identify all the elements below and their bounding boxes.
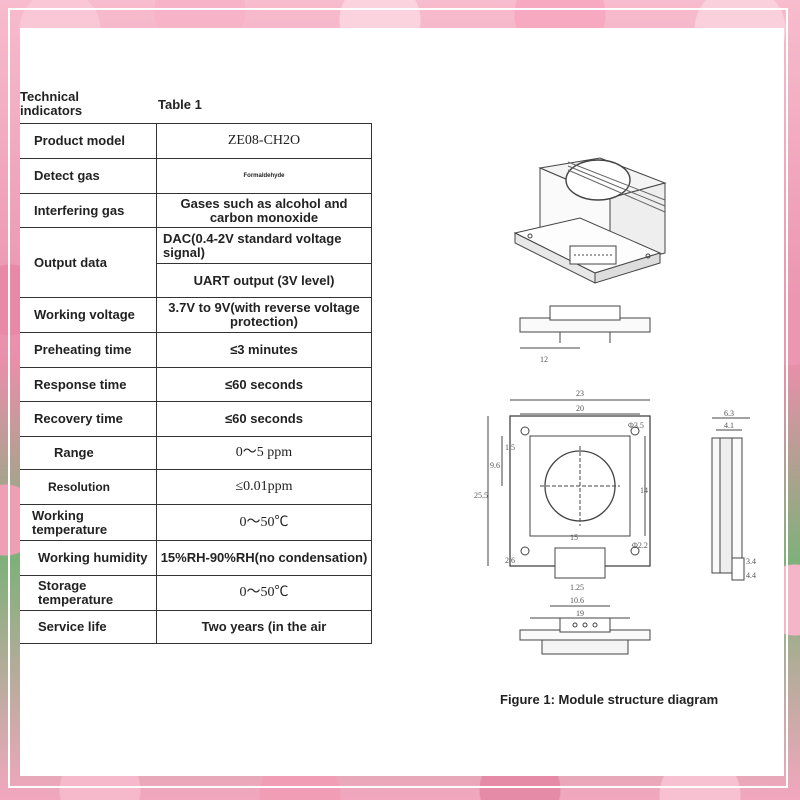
row-label: Response time <box>20 367 157 402</box>
row-value: ≤3 minutes <box>156 332 372 368</box>
table-row: Resolution ≤0.01ppm <box>20 469 372 505</box>
row-label: Output data <box>20 227 157 298</box>
dim-1-5: 1.5 <box>505 443 515 452</box>
row-label: Product model <box>20 123 157 159</box>
dim-14: 14 <box>640 486 648 495</box>
row-label: Working voltage <box>20 297 157 333</box>
dim-25-5: 25.5 <box>474 491 488 500</box>
row-value: 0～50℃ <box>156 504 372 541</box>
module-top-view: 23 20 15 14 9.6 1.5 25.5 2.6 1.25 10.6 1… <box>474 389 651 619</box>
dim-15: 15 <box>570 533 578 542</box>
dim-23: 23 <box>576 389 584 398</box>
dim-9-6: 9.6 <box>490 461 500 470</box>
dim-hole-2-2: Φ2.2 <box>632 541 648 550</box>
table-row: Response time ≤60 seconds <box>20 367 372 402</box>
row-label: Service life <box>20 610 157 644</box>
row-value: ≤60 seconds <box>156 401 372 437</box>
spec-sheet: Technical indicators Table 1 Product mod… <box>20 28 784 776</box>
table-row: Product model ZE08-CH2O <box>20 123 372 159</box>
row-value: DAC(0.4-2V standard voltage signal) <box>156 227 372 264</box>
row-value: 0～5 ppm <box>156 436 372 470</box>
row-value: 15%RH-90%RH(no condensation) <box>156 540 372 576</box>
table-row: Working temperature 0～50℃ <box>20 504 372 541</box>
dim-20: 20 <box>576 404 584 413</box>
table-row: UART output (3V level) <box>20 263 372 298</box>
row-value: ≤0.01ppm <box>156 469 372 505</box>
row-label: Recovery time <box>20 401 157 437</box>
table-row: Working voltage 3.7V to 9V(with reverse … <box>20 297 372 333</box>
row-label: Working humidity <box>20 540 157 576</box>
dim-3-4: 3.4 <box>746 557 756 566</box>
row-value: Two years (in the air <box>156 610 372 644</box>
figure-caption: Figure 1: Module structure diagram <box>500 692 719 707</box>
row-value: ZE08-CH2O <box>156 123 372 159</box>
module-3d-view <box>513 157 667 284</box>
dim-hole-3-5: Φ3.5 <box>628 421 644 430</box>
table-row: Preheating time ≤3 minutes <box>20 332 372 368</box>
dim-10-6: 10.6 <box>570 596 584 605</box>
module-structure-diagram: 12 23 20 15 14 9.6 1.5 25.5 2.6 <box>474 157 756 655</box>
table-row: Working humidity 15%RH-90%RH(no condensa… <box>20 540 372 576</box>
dim-2-6: 2.6 <box>505 556 515 565</box>
row-label: Storage temperature <box>20 575 157 611</box>
table-row: Detect gas Formaldehyde <box>20 158 372 194</box>
module-bottom-view <box>519 617 651 655</box>
dim-1-25: 1.25 <box>570 583 584 592</box>
row-value: 3.7V to 9V(with reverse voltage protecti… <box>156 297 372 333</box>
spec-table: Product model ZE08-CH2O Detect gas Forma… <box>20 123 372 644</box>
dim-12: 12 <box>540 355 548 364</box>
row-label: Preheating time <box>20 332 157 368</box>
technical-indicators-heading: Technical indicators <box>20 89 83 118</box>
module-profile-view: 6.3 4.1 3.4 4.4 <box>711 409 756 581</box>
row-label: Resolution <box>20 469 157 505</box>
row-value-2: UART output (3V level) <box>156 263 372 298</box>
row-value: 0～50℃ <box>156 575 372 611</box>
module-side-view: 12 <box>519 305 651 364</box>
dim-19: 19 <box>576 609 584 618</box>
row-label: Working temperature <box>20 504 157 541</box>
row-label: Interfering gas <box>20 193 157 228</box>
row-value: ≤60 seconds <box>156 367 372 402</box>
table-row: Service life Two years (in the air <box>20 610 372 644</box>
table-row: Range 0～5 ppm <box>20 436 372 470</box>
dim-4-4: 4.4 <box>746 571 756 580</box>
row-value: Formaldehyde <box>156 158 372 194</box>
table-row: Interfering gas Gases such as alcohol an… <box>20 193 372 228</box>
row-value: Gases such as alcohol and carbon monoxid… <box>156 193 372 228</box>
dim-6-3: 6.3 <box>724 409 734 418</box>
table-title: Table 1 <box>158 97 202 112</box>
table-row: Output data DAC(0.4-2V standard voltage … <box>20 227 372 298</box>
table-row: Recovery time ≤60 seconds <box>20 401 372 437</box>
row-label: Range <box>20 436 157 470</box>
dim-4-1: 4.1 <box>724 421 734 430</box>
row-label: Detect gas <box>20 158 157 194</box>
table-row: Storage temperature 0～50℃ <box>20 575 372 611</box>
